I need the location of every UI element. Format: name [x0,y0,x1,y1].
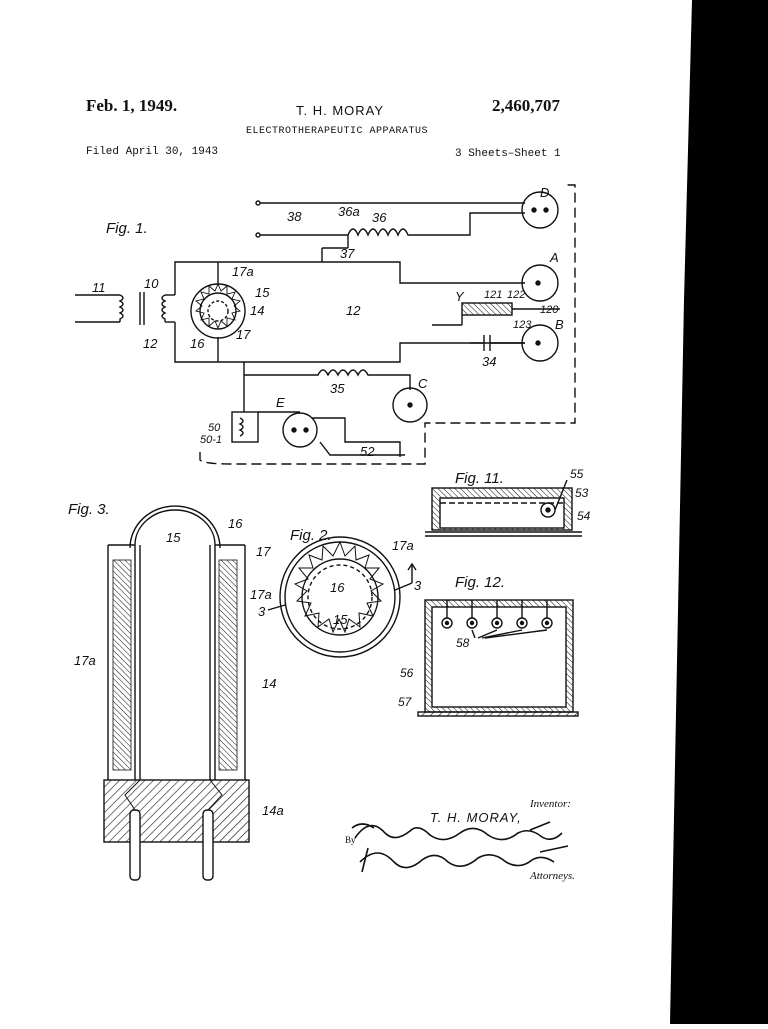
label-35: 35 [330,381,345,396]
label-36a: 36a [338,204,360,219]
fig3-label-14: 14 [262,676,276,691]
fig3-label-17a-right: 17a [250,587,272,602]
label-14: 14 [250,303,264,318]
fig2-label-16: 16 [330,580,345,595]
fig2-label-17a: 17a [392,538,414,553]
label-B: B [555,317,564,332]
by-label: By [345,835,356,845]
fig2-label-3-left: 3 [258,604,266,619]
fig3-label-16: 16 [228,516,243,531]
scan-edge-shadow [670,0,768,1024]
label-A: A [549,250,559,265]
fig1-title: Fig. 1. [106,220,148,237]
fig3-label-15: 15 [166,530,181,545]
label-17: 17 [236,327,251,342]
figure-3-labels: Fig. 3. 16 15 17 17a 17a 14 14a [68,501,284,818]
fig12-label-57: 57 [398,695,413,709]
label-122: 122 [507,289,525,301]
label-16: 16 [190,336,205,351]
label-34: 34 [482,354,496,369]
label-12-center: 12 [346,303,361,318]
label-52: 52 [360,444,375,459]
fig12-label-56: 56 [400,666,414,680]
figure-2-section [267,536,417,658]
label-38: 38 [287,209,302,224]
fig3-label-17: 17 [256,544,271,559]
label-120: 120 [540,304,559,316]
fig2-label-15: 15 [333,612,348,627]
label-50: 50 [208,422,221,434]
sheet-count: 3 Sheets–Sheet 1 [455,148,561,160]
fig11-title: Fig. 11. [455,470,504,487]
fig3-label-14a: 14a [262,803,284,818]
filed-date: Filed April 30, 1943 [86,146,219,158]
label-15: 15 [255,285,270,300]
label-17a: 17a [232,264,254,279]
label-123: 123 [513,319,532,331]
fig12-title: Fig. 12. [455,574,505,591]
attorneys-label: Attorneys. [530,870,575,882]
figure-3-tube [103,505,250,881]
inventor-name: T. H. MORAY [296,103,385,118]
label-50-1: 50-1 [200,434,222,446]
fig2-label-3-right: 3 [414,578,422,593]
fig3-label-17a-left: 17a [74,653,96,668]
figure-2-labels: Fig. 2. 17a 16 15 3 3 [258,527,422,627]
fig3-title: Fig. 3. [68,501,110,518]
inventor-label: Inventor: [530,798,571,810]
fig12-label-58: 58 [456,636,470,650]
label-C: C [418,376,428,391]
fig11-label-55: 55 [570,467,584,481]
label-E: E [276,395,285,410]
figure-1-labels: Fig. 1. D A B C E Y 10 11 12 12 14 15 16… [92,185,564,459]
fig2-title: Fig. 2. [290,527,332,544]
figure-11-tray [425,479,582,537]
figure-12-box [417,599,579,717]
label-11: 11 [92,280,106,295]
figure-12-labels: Fig. 12. 58 56 57 [398,574,505,709]
patent-date: Feb. 1, 1949. [86,96,178,115]
label-10: 10 [144,276,159,291]
label-D: D [540,185,549,200]
figure-1-circuit [75,184,576,465]
inventor-signature: T. H. MORAY, [430,810,522,825]
label-Y: Y [455,289,465,304]
patent-number: 2,460,707 [492,96,560,115]
fig11-label-54: 54 [577,509,591,523]
attorney-signatures [351,821,569,873]
patent-title: ELECTROTHERAPEUTIC APPARATUS [246,126,429,137]
label-37: 37 [340,246,355,261]
fig11-label-53: 53 [575,486,589,500]
label-121: 121 [484,289,502,301]
label-12-left: 12 [143,336,158,351]
figure-11-labels: Fig. 11. 55 53 54 [455,467,591,523]
label-36: 36 [372,210,387,225]
